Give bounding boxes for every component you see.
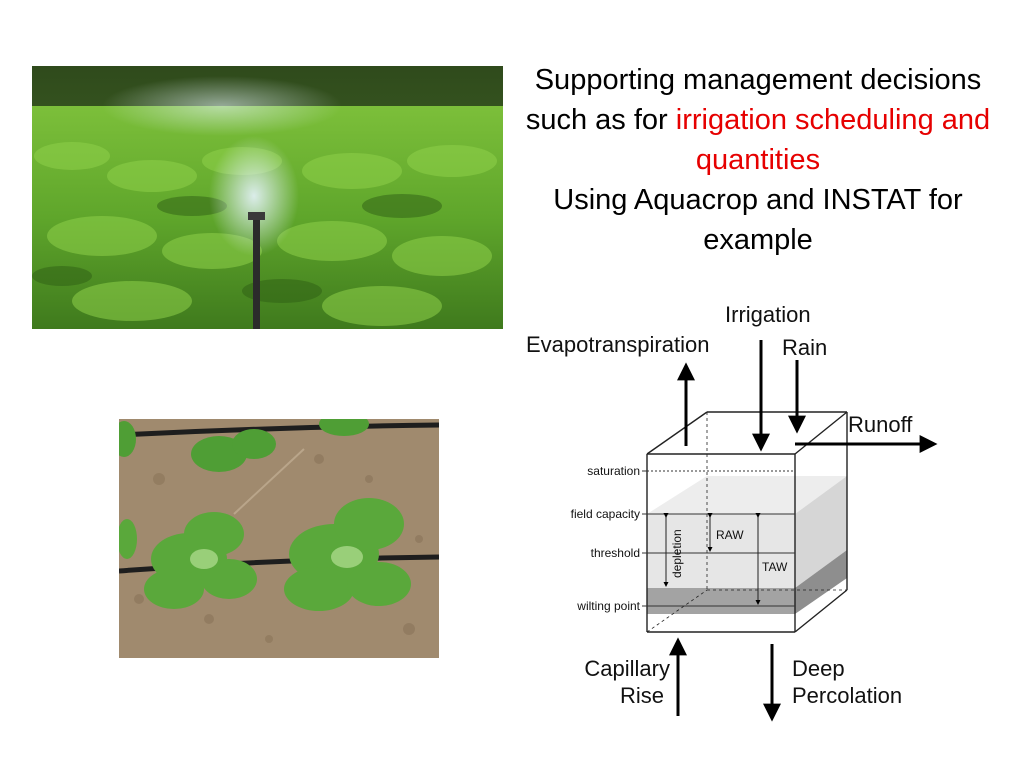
- deep-percolation-label-line1: Deep: [792, 656, 845, 681]
- threshold-label: threshold: [591, 546, 640, 560]
- sprinkler-field-image: [32, 66, 503, 329]
- irrigation-label: Irrigation: [725, 302, 811, 327]
- wilting-point-label: wilting point: [576, 599, 640, 613]
- runoff-label: Runoff: [848, 412, 913, 437]
- title-highlight: irrigation scheduling and quantities: [675, 104, 991, 176]
- level-lines: [642, 470, 795, 607]
- field-capacity-label: field capacity: [571, 507, 640, 521]
- raw-label: RAW: [716, 528, 744, 542]
- depletion-label: depletion: [670, 529, 684, 578]
- soil-box: [646, 411, 848, 633]
- capillary-rise-label-line2: Rise: [620, 683, 664, 708]
- deep-percolation-label-line2: Percolation: [792, 683, 902, 708]
- saturation-label: saturation: [587, 464, 640, 478]
- measure-arrows: [663, 513, 761, 605]
- evapotranspiration-label: Evapotranspiration: [526, 332, 709, 357]
- title-part-1: Supporting management decisions such as …: [525, 64, 982, 136]
- flow-arrows: [669, 340, 938, 722]
- sprinkler-field-photo: [32, 66, 503, 329]
- title-part-2: Using Aquacrop and INSTAT for example: [553, 184, 963, 256]
- drip-irrigation-image: [119, 419, 439, 658]
- soil-water-balance-diagram: saturation field capacity threshold wilt…: [520, 296, 1020, 726]
- drip-irrigation-photo: [119, 419, 439, 658]
- slide-title: Supporting management decisions such as …: [508, 60, 1008, 260]
- taw-label: TAW: [762, 560, 788, 574]
- capillary-rise-label-line1: Capillary: [584, 656, 670, 681]
- rain-label: Rain: [782, 335, 827, 360]
